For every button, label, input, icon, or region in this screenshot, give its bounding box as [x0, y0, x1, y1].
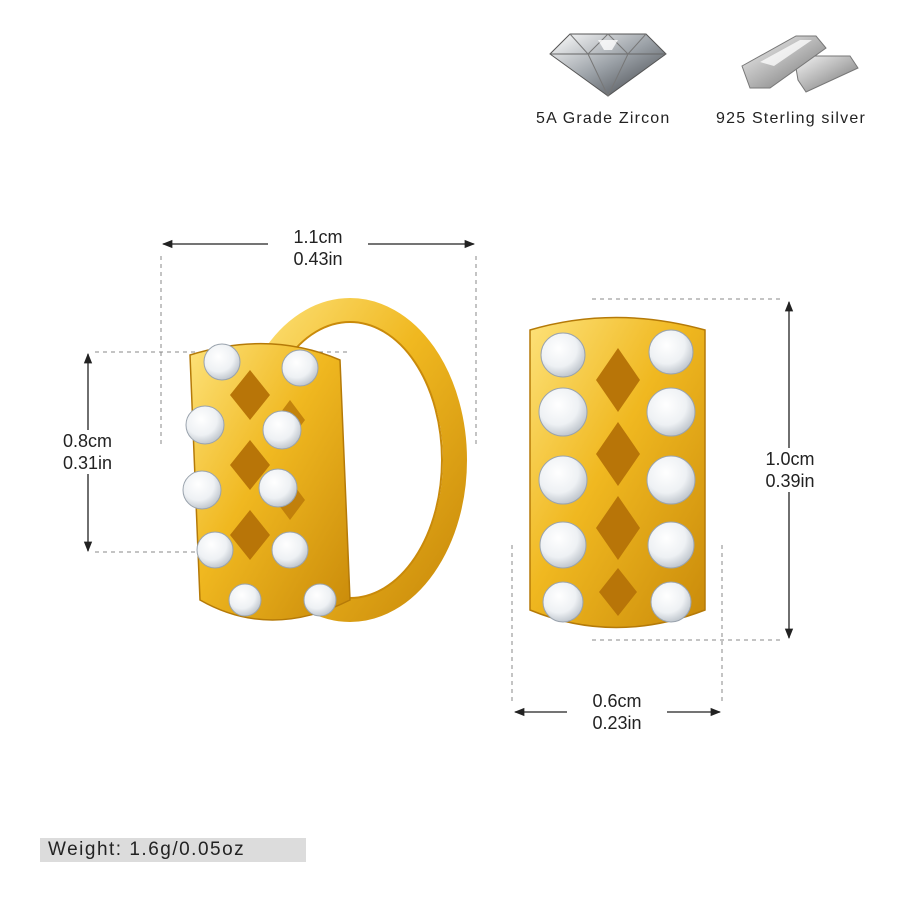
front-height-cm: 0.8cm: [62, 431, 113, 451]
zircon-label: 5A Grade Zircon: [536, 110, 671, 127]
front-width-label: 1.1cm 0.43in: [268, 226, 368, 270]
side-width-label: 0.6cm 0.23in: [567, 690, 667, 734]
earring-side-view: [529, 316, 706, 629]
side-height-in: 0.39in: [765, 471, 815, 491]
weight-badge: Weight: 1.6g/0.05oz: [40, 838, 306, 862]
front-height-in: 0.31in: [62, 453, 113, 473]
zircon-gem-icon: [549, 33, 667, 98]
silver-label: 925 Sterling silver: [716, 110, 866, 127]
side-width-in: 0.23in: [592, 713, 642, 733]
front-width-in: 0.43in: [293, 249, 343, 269]
silver-bar-icon: [741, 35, 859, 93]
front-width-cm: 1.1cm: [293, 227, 343, 247]
front-height-label: 0.8cm 0.31in: [40, 430, 135, 474]
side-width-cm: 0.6cm: [592, 691, 642, 711]
earring-front-view: [182, 298, 467, 622]
side-height-label: 1.0cm 0.39in: [740, 448, 840, 492]
side-height-cm: 1.0cm: [765, 449, 815, 469]
